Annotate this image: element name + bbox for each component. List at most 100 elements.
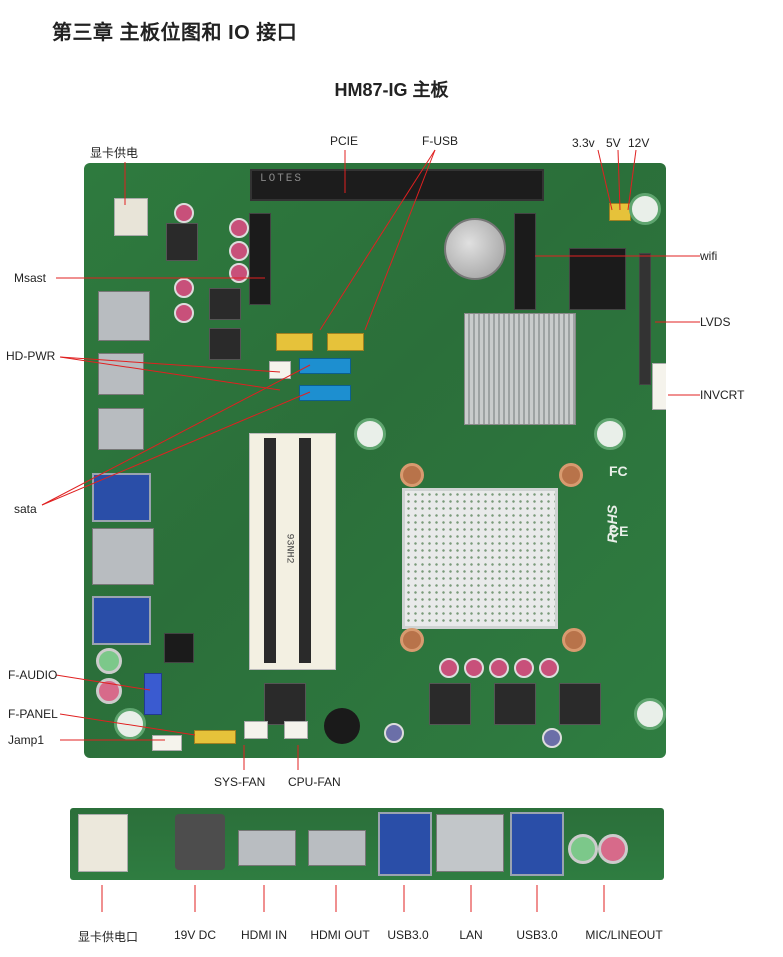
socket-ring bbox=[559, 463, 583, 487]
io-panel-photo bbox=[70, 808, 664, 880]
io-lan bbox=[436, 814, 504, 872]
usb3-port bbox=[92, 473, 151, 522]
sys-fan-connector bbox=[244, 721, 268, 739]
io-label-lan: LAN bbox=[459, 928, 483, 942]
gpu-power-connector bbox=[114, 198, 148, 236]
mounting-hole bbox=[114, 708, 146, 740]
mounting-hole bbox=[594, 418, 626, 450]
callout-sys-fan: SYS-FAN bbox=[214, 775, 266, 789]
audio-jack-pink bbox=[96, 678, 122, 704]
hd-pwr-connector bbox=[269, 361, 291, 379]
callout-f-usb: F-USB bbox=[422, 134, 458, 148]
callout-cpu-fan: CPU-FAN bbox=[288, 775, 341, 789]
io-label-hdmi-in: HDMI IN bbox=[241, 928, 287, 942]
sata-port-1 bbox=[299, 358, 351, 374]
io-usb3-a bbox=[378, 812, 432, 876]
invcrt-connector bbox=[652, 363, 666, 410]
mounting-hole bbox=[354, 418, 386, 450]
io-audio-green bbox=[568, 834, 598, 864]
choke bbox=[209, 288, 241, 320]
capacitor bbox=[464, 658, 484, 678]
board-title: HM87-IG 主板 bbox=[334, 80, 449, 100]
callout-f-panel: F-PANEL bbox=[8, 707, 58, 721]
mounting-hole bbox=[634, 698, 666, 730]
callout-hd-pwr: HD-PWR bbox=[6, 349, 56, 363]
motherboard-photo: LOTES 93NH2 bbox=[84, 163, 666, 758]
capacitor bbox=[229, 241, 249, 261]
lan-port bbox=[92, 528, 154, 585]
capacitor bbox=[489, 658, 509, 678]
hdmi-port bbox=[98, 353, 144, 395]
capacitor bbox=[384, 723, 404, 743]
capacitor bbox=[539, 658, 559, 678]
sata-port-2 bbox=[299, 385, 351, 401]
capacitor bbox=[439, 658, 459, 678]
f-usb-header-2 bbox=[327, 333, 364, 351]
callout-5v: 5V bbox=[606, 136, 621, 150]
ce-mark: CE bbox=[609, 523, 629, 539]
pcie-brand-label: LOTES bbox=[260, 173, 304, 185]
socket-ring bbox=[400, 628, 424, 652]
cpu-fan-connector bbox=[284, 721, 308, 739]
chapter-title: 第三章 主板位图和 IO 接口 bbox=[52, 22, 298, 44]
io-label-dc: 19V DC bbox=[173, 928, 217, 942]
io-label-usb3-a: USB3.0 bbox=[387, 928, 429, 942]
jamp1-connector bbox=[152, 735, 182, 751]
callout-pcie: PCIE bbox=[330, 134, 359, 148]
voltage-jumper bbox=[609, 203, 631, 221]
hdmi-port bbox=[98, 408, 144, 450]
io-dc-jack bbox=[175, 814, 225, 870]
io-label-hdmi-out: HDMI OUT bbox=[310, 928, 370, 942]
io-label-mic-lineout: MIC/LINEOUT bbox=[585, 928, 663, 942]
socket-ring bbox=[400, 463, 424, 487]
capacitor bbox=[174, 303, 194, 323]
f-panel-header bbox=[194, 730, 236, 744]
dc-jack bbox=[98, 291, 150, 341]
capacitor bbox=[542, 728, 562, 748]
wifi-slot bbox=[514, 213, 536, 310]
io-hdmi-out bbox=[308, 830, 366, 866]
msata-slot bbox=[249, 213, 271, 305]
usb3-port bbox=[92, 596, 151, 645]
sodimm-socket bbox=[264, 438, 276, 663]
callout-f-audio: F-AUDIO bbox=[8, 668, 58, 682]
callout-wifi: wifi bbox=[700, 249, 718, 263]
io-label-usb3-b: USB3.0 bbox=[516, 928, 558, 942]
callout-msast: Msast bbox=[14, 271, 47, 285]
f-usb-header-1 bbox=[276, 333, 313, 351]
io-audio-pink bbox=[598, 834, 628, 864]
callout-sata: sata bbox=[14, 502, 37, 516]
chipset-heatsink bbox=[464, 313, 576, 425]
io-hdmi-in bbox=[238, 830, 296, 866]
capacitor bbox=[174, 278, 194, 298]
cmos-battery bbox=[444, 218, 506, 280]
choke bbox=[494, 683, 536, 725]
choke bbox=[559, 683, 601, 725]
capacitor bbox=[514, 658, 534, 678]
io-usb3-b bbox=[510, 812, 564, 876]
io-gpu-power bbox=[78, 814, 128, 872]
callout-jamp1: Jamp1 bbox=[8, 733, 45, 747]
choke bbox=[264, 683, 306, 725]
audio-chip bbox=[164, 633, 194, 663]
sodimm-socket bbox=[299, 438, 311, 663]
mounting-hole bbox=[629, 193, 661, 225]
capacitor bbox=[174, 203, 194, 223]
callout-gpu-power: 显卡供电 bbox=[90, 146, 139, 160]
choke bbox=[209, 328, 241, 360]
fc-mark: FC bbox=[609, 463, 628, 479]
capacitor bbox=[229, 263, 249, 283]
socket-ring bbox=[562, 628, 586, 652]
cpu-socket bbox=[402, 488, 558, 629]
callout-invcrt: INVCRT bbox=[700, 388, 745, 402]
capacitor bbox=[229, 218, 249, 238]
choke bbox=[166, 223, 198, 261]
callout-lvds: LVDS bbox=[700, 315, 731, 329]
dimm-silk-label: 93NH2 bbox=[283, 533, 295, 564]
audio-jack-green bbox=[96, 648, 122, 674]
lvds-header bbox=[639, 253, 651, 385]
callout-12v: 12V bbox=[628, 136, 650, 150]
callout-3v3: 3.3v bbox=[572, 136, 595, 150]
f-audio-header bbox=[144, 673, 162, 715]
io-label-gpu-power: 显卡供电口 bbox=[77, 930, 139, 944]
